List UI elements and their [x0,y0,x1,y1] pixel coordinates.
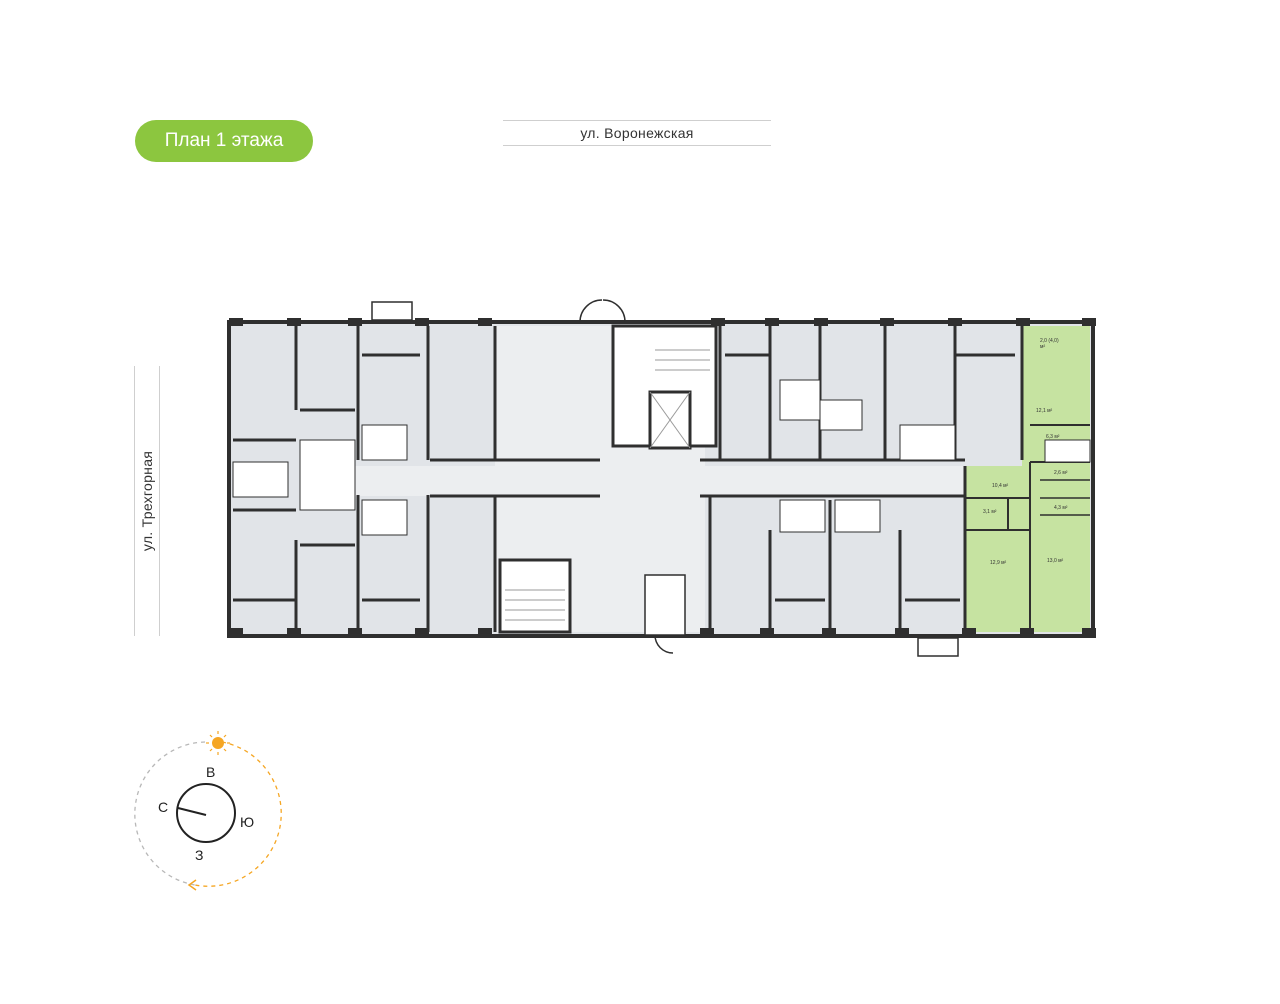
street-label-top: ул. Воронежская [503,120,771,146]
compass: С В Ю З [134,731,282,891]
sun-icon [206,731,230,755]
compass-needle [177,807,207,816]
area-label-kitchen: 6,3 м² [1046,434,1060,440]
bathroom-fixtures [232,379,1091,536]
area-label-bath-1: 2,6 м² [1054,470,1068,476]
arrow-icon [187,879,197,891]
interior-walls-left [233,326,600,632]
windows [229,318,1096,638]
area-label-room-3: 13,0 м² [1047,558,1064,564]
highlighted-apartment[interactable] [965,326,1090,632]
compass-north: С [158,799,168,815]
entrance-doors [579,299,686,654]
area-label-living: 10,4 м² [992,483,1009,489]
compass-west: З [195,847,203,863]
street-label-left: ул. Трехгорная [134,366,160,636]
ac-unit-bottom [917,637,959,657]
area-label-bath-2: 4,3 м² [1054,505,1068,511]
area-label-balcony: 2,0 (4,0)м² [1040,338,1059,350]
area-label-room-2: 12,9 м² [990,560,1007,566]
interior-walls-right [700,326,1024,632]
compass-dial [176,783,236,843]
sun-path-orange [194,741,282,887]
area-label-hall: 3,1 м² [983,509,997,515]
compass-south: Ю [240,814,254,830]
corridor-left [355,466,600,496]
area-label-room-1: 12,1 м² [1036,408,1053,414]
street-name-top: ул. Воронежская [580,125,694,141]
ac-unit-top [371,301,413,321]
floor-badge[interactable]: План 1 этажа [135,120,313,162]
compass-east: В [206,764,215,780]
sun-path-grey [134,741,206,886]
stair-core-bottom [498,558,572,634]
corridor-right [700,466,965,496]
stair-core-top [611,324,718,450]
